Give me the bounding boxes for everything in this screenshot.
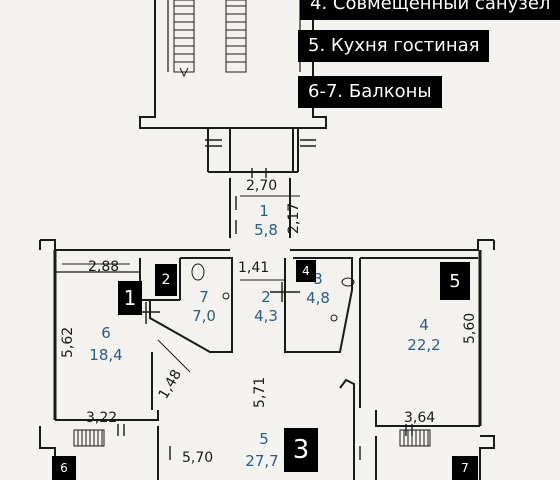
dim-corridor-width: 2,70 xyxy=(246,178,277,194)
stairwell-wall xyxy=(139,0,327,129)
floor-plan: 2,70 2,17 1,41 2,88 5,62 1,48 5,71 5,60 … xyxy=(0,0,540,480)
marker-4: 4 xyxy=(296,260,316,282)
dim-balcony-left: 3,22 xyxy=(86,410,117,426)
room-number: 7 xyxy=(199,288,209,306)
balcony-rails xyxy=(73,429,431,447)
marker-3: 3 xyxy=(284,428,318,472)
outer-wall-sides xyxy=(53,250,482,426)
walls xyxy=(39,0,495,480)
room-labels: 1 5,8 2 4,3 3 4,8 4 22,2 5 27,7 6 18,4 7… xyxy=(89,202,440,470)
dim-room6-width: 2,88 xyxy=(88,259,119,275)
outer-wall-ends xyxy=(39,240,495,250)
room1-wall xyxy=(229,178,291,238)
dim-hall-width: 1,41 xyxy=(238,260,269,276)
room-number: 1 xyxy=(259,202,269,220)
room-area: 7,0 xyxy=(192,307,216,325)
room-area: 5,8 xyxy=(254,221,278,239)
sink-icon xyxy=(341,277,355,287)
legend-item-kitchen: 5. Кухня гостиная xyxy=(298,30,490,62)
room6-top-line xyxy=(54,254,140,273)
fixtures xyxy=(191,263,355,322)
room-number: 2 xyxy=(261,288,271,306)
room-area: 27,7 xyxy=(245,452,278,470)
room7-wall xyxy=(149,257,233,353)
floor-drain-icon xyxy=(222,292,230,300)
room-area: 4,3 xyxy=(254,307,278,325)
dimension-lines xyxy=(62,195,300,373)
dim-hall-length: 5,71 xyxy=(252,377,268,408)
marker-5: 5 xyxy=(440,262,470,300)
paper-background xyxy=(0,0,540,480)
dim-kitchen-depth: 5,70 xyxy=(182,450,213,466)
partition-wall xyxy=(339,378,355,480)
dim-room6-depth: 5,62 xyxy=(60,327,76,358)
corridor-wall xyxy=(207,128,299,172)
room-number: 6 xyxy=(101,324,111,342)
marker-6: 6 xyxy=(52,456,76,480)
dim-room4-depth: 5,60 xyxy=(462,313,478,344)
room-number: 3 xyxy=(313,270,323,288)
door-markers xyxy=(117,139,413,460)
room-area: 22,2 xyxy=(407,336,440,354)
shower-drain-icon xyxy=(330,314,338,322)
dim-balcony-right: 3,64 xyxy=(404,410,435,426)
room3-wall xyxy=(284,257,353,353)
marker-7: 7 xyxy=(452,456,478,480)
dim-corridor-depth: 2,17 xyxy=(286,203,302,234)
lower-wall xyxy=(55,410,480,427)
toilet-icon xyxy=(191,263,205,281)
outer-wall-top xyxy=(40,239,494,251)
legend-item-bathroom: 4. Совмещенный санузел xyxy=(300,0,560,20)
balcony-right-wall xyxy=(375,435,495,480)
stairs xyxy=(173,0,247,78)
legend-item-balconies: 6-7. Балконы xyxy=(298,76,442,108)
marker-2: 2 xyxy=(155,264,177,296)
division-wall xyxy=(151,258,361,410)
marker-1: 1 xyxy=(118,281,142,315)
room-area: 18,4 xyxy=(89,346,122,364)
room-number: 5 xyxy=(259,430,269,448)
room-number: 4 xyxy=(419,316,429,334)
room-area: 4,8 xyxy=(306,289,330,307)
